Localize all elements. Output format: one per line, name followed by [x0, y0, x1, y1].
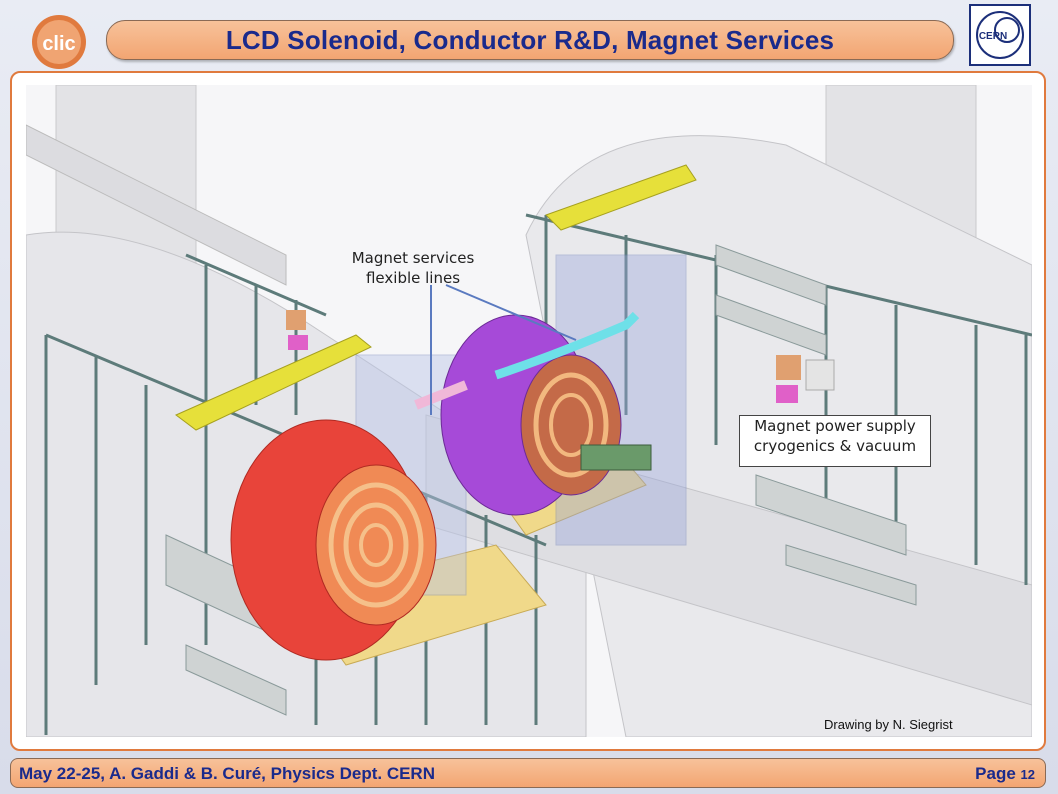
page-indicator: Page 12: [975, 764, 1035, 784]
footer-bar: May 22-25, A. Gaddi & B. Curé, Physics D…: [10, 758, 1046, 788]
slide-title-bar: LCD Solenoid, Conductor R&D, Magnet Serv…: [106, 20, 954, 60]
cern-logo: CERN: [969, 4, 1031, 66]
slide-title: LCD Solenoid, Conductor R&D, Magnet Serv…: [225, 24, 835, 55]
callout-power-supply: Magnet power supply cryogenics & vacuum: [739, 415, 931, 467]
footer-event-authors: May 22-25, A. Gaddi & B. Curé, Physics D…: [19, 764, 435, 783]
callout-power-supply-line1: Magnet power supply: [754, 417, 916, 435]
callout-magnet-services-line2: flexible lines: [365, 269, 461, 288]
drawing-credit: Drawing by N. Siegrist: [824, 717, 953, 732]
content-frame: Magnet services flexible lines Magnet po…: [10, 71, 1046, 751]
cern-logo-text: CERN: [979, 31, 1007, 42]
callout-magnet-services-line1: Magnet services: [351, 249, 475, 267]
page-number: 12: [1020, 767, 1035, 782]
svg-text:clic: clic: [42, 33, 75, 55]
red-detector: [230, 419, 437, 661]
page-label: Page: [975, 764, 1016, 783]
detector-hall-drawing: [26, 85, 1032, 737]
callout-power-supply-line2: cryogenics & vacuum: [753, 437, 917, 456]
callout-magnet-services: Magnet services flexible lines: [338, 248, 488, 298]
clic-logo: clic: [30, 12, 88, 70]
